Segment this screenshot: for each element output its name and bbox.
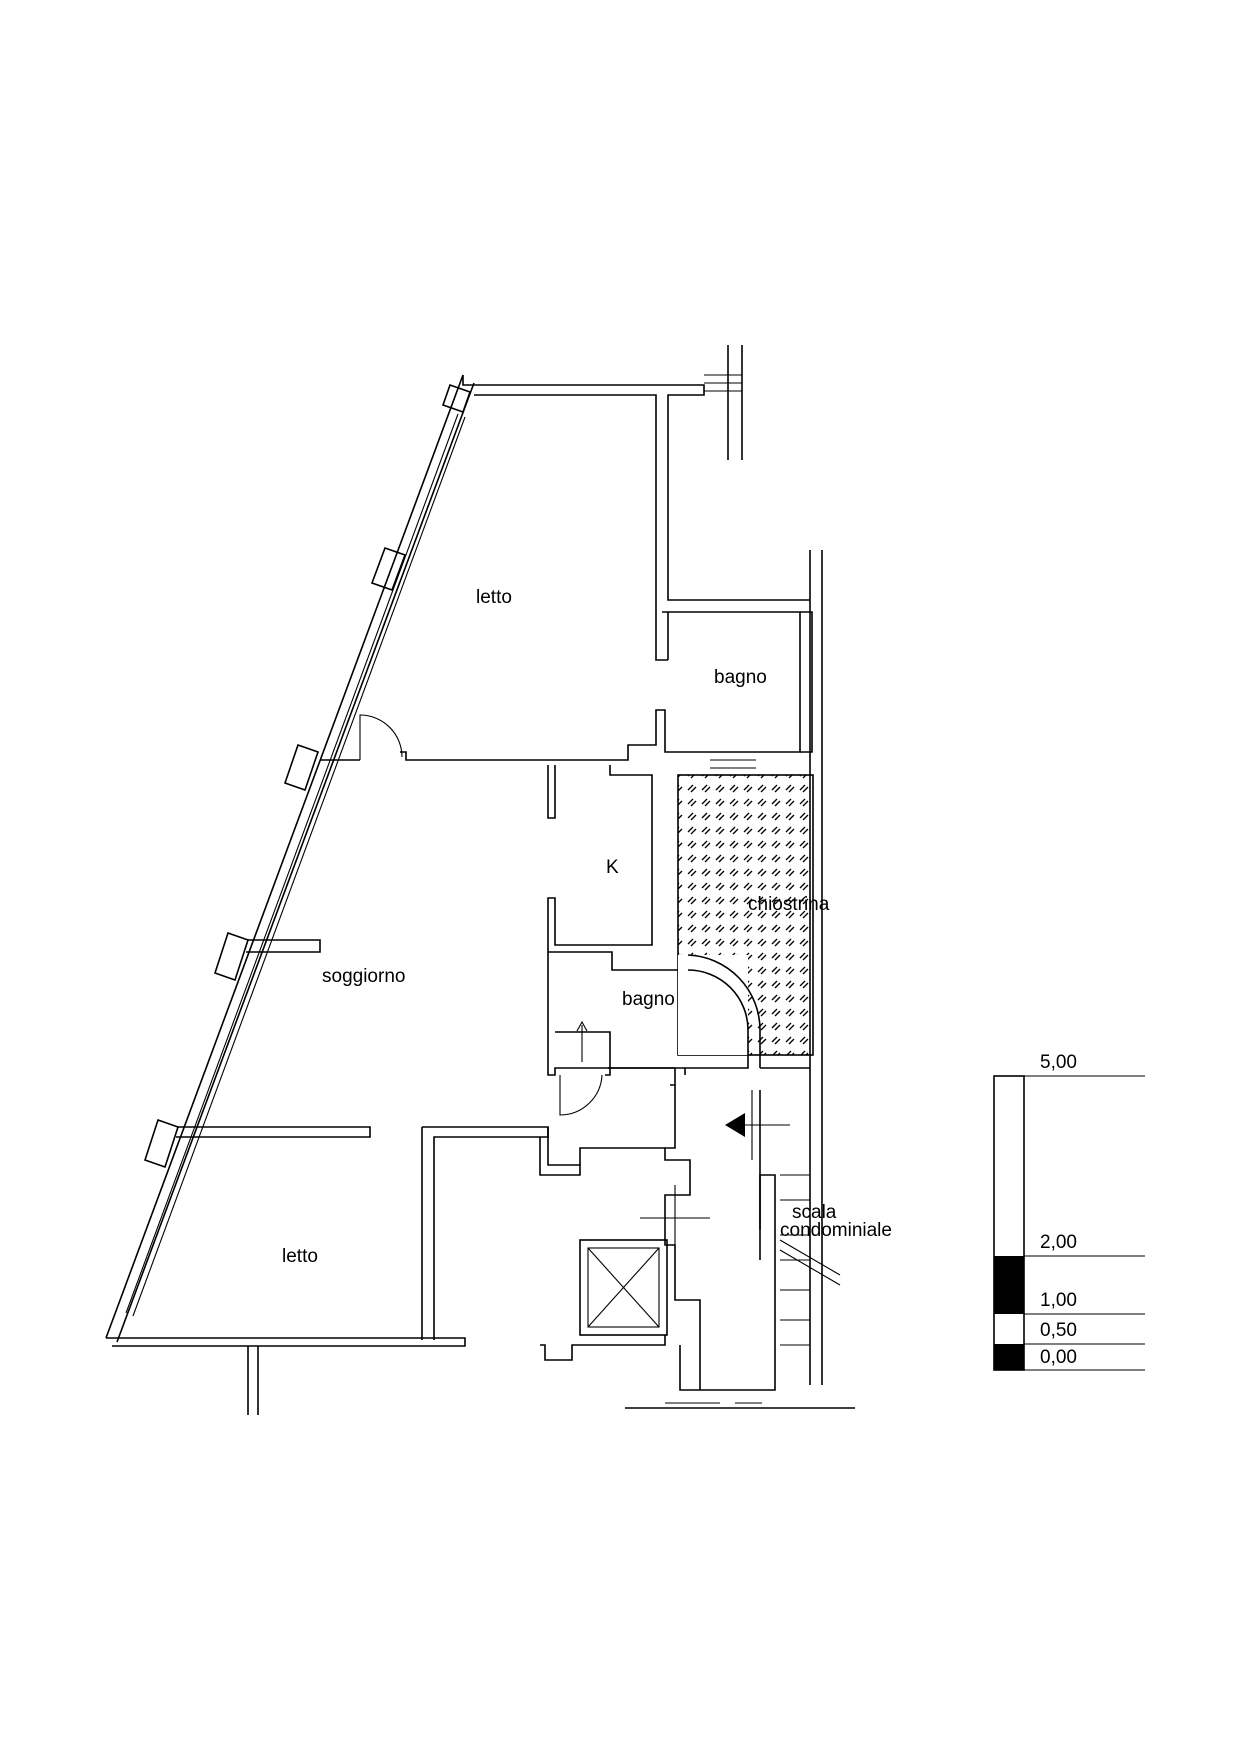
- top-walls: [462, 345, 823, 1385]
- scale-label-2: 2,00: [1040, 1232, 1077, 1253]
- scale-label-0: 0,00: [1040, 1347, 1077, 1368]
- chiostrina-area: [677, 774, 814, 1075]
- scale-label-5: 5,00: [1040, 1052, 1077, 1073]
- room-label-letto-top: letto: [476, 587, 512, 608]
- soggiorno-walls: [176, 939, 581, 1340]
- room-label-condominiale: condominiale: [780, 1220, 892, 1241]
- lower-bath-walls: [547, 952, 685, 1116]
- scale-bar: 5,00 2,00 1,00 0,50 0,00: [993, 1052, 1145, 1371]
- room-label-bagno-top: bagno: [714, 667, 767, 688]
- bottom-walls: [106, 1337, 466, 1415]
- upper-partitions: [320, 611, 813, 769]
- room-label-kitchen: K: [606, 857, 619, 878]
- room-label-letto-bottom: letto: [282, 1246, 318, 1267]
- room-label-bagno-mid: bagno: [622, 989, 675, 1010]
- room-label-scala: scala: [792, 1202, 837, 1223]
- scale-label-1: 1,00: [1040, 1290, 1077, 1311]
- scale-label-050: 0,50: [1040, 1320, 1077, 1341]
- kitchen-walls: [547, 765, 688, 971]
- room-label-soggiorno: soggiorno: [322, 966, 405, 987]
- room-label-chiostrina: chiostrina: [748, 894, 830, 915]
- stair-core: [540, 1085, 855, 1409]
- facade-wall: [105, 374, 475, 1343]
